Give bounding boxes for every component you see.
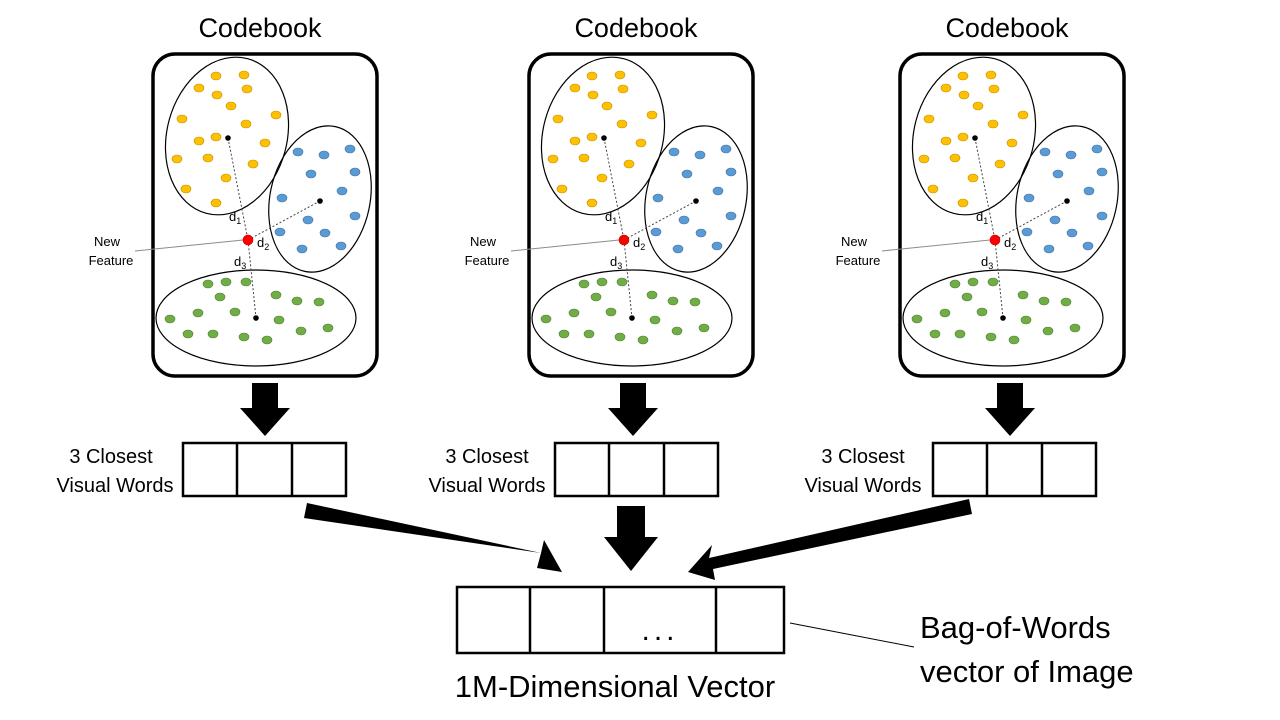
closest-words-group-1: 3 Closest Visual Words [56, 441, 348, 498]
new-feature-label-line1: New [841, 234, 868, 249]
down-arrow-1 [240, 383, 290, 436]
down-arrow-3 [985, 383, 1035, 436]
bow-label-line2: vector of Image [920, 654, 1134, 689]
closest-words-box [931, 441, 1098, 498]
bow-vector: ... 1M-Dimensional Vector [455, 585, 786, 704]
closest-words-label-line2: Visual Words [804, 475, 921, 497]
codebook-title: Codebook [198, 13, 322, 43]
closest-words-label-line1: 3 Closest [69, 446, 153, 468]
codebook-panel-2: Codebook New Feature d1 d2 d3 [465, 13, 761, 378]
diagonal-arrow-right [688, 499, 972, 580]
codebook-frame [151, 52, 379, 378]
new-feature-label-line2: Feature [89, 253, 134, 268]
new-feature-label-line1: New [94, 234, 121, 249]
closest-words-box [181, 441, 348, 498]
codebook-frame [527, 52, 755, 378]
codebook-title: Codebook [945, 13, 1069, 43]
down-arrow-center [604, 506, 658, 571]
distance-label-2: d2 [257, 235, 269, 252]
distance-label-1: d1 [605, 209, 617, 226]
bow-label-line1: Bag-of-Words [920, 610, 1111, 645]
distance-label-2: d2 [1004, 235, 1016, 252]
bow-callout-line [789, 622, 915, 648]
codebook-panel-1: Codebook New Feature d1 d2 d3 [89, 13, 385, 378]
closest-words-box [553, 441, 720, 498]
closest-words-group-3: 3 Closest Visual Words [804, 441, 1098, 498]
bow-vector-ellipsis: ... [641, 614, 678, 647]
bow-vector-box [455, 585, 786, 655]
down-arrow-2 [608, 383, 658, 436]
closest-words-label-line1: 3 Closest [445, 446, 529, 468]
closest-words-group-2: 3 Closest Visual Words [428, 441, 720, 498]
closest-words-label-line2: Visual Words [428, 475, 545, 497]
distance-label-3: d3 [610, 254, 622, 271]
new-feature-label-line1: New [470, 234, 497, 249]
distance-label-1: d1 [976, 209, 988, 226]
vector-caption: 1M-Dimensional Vector [455, 669, 775, 704]
codebook-title: Codebook [574, 13, 698, 43]
distance-label-3: d3 [981, 254, 993, 271]
distance-label-3: d3 [234, 254, 246, 271]
diagonal-arrow-left [304, 503, 562, 572]
distance-label-2: d2 [633, 235, 645, 252]
distance-label-1: d1 [229, 209, 241, 226]
closest-words-label-line2: Visual Words [56, 475, 173, 497]
new-feature-label-line2: Feature [465, 253, 510, 268]
closest-words-label-line1: 3 Closest [821, 446, 905, 468]
new-feature-label-line2: Feature [836, 253, 881, 268]
codebook-frame [898, 52, 1126, 378]
codebook-panel-3: Codebook New Feature d1 d2 d3 [836, 13, 1132, 378]
